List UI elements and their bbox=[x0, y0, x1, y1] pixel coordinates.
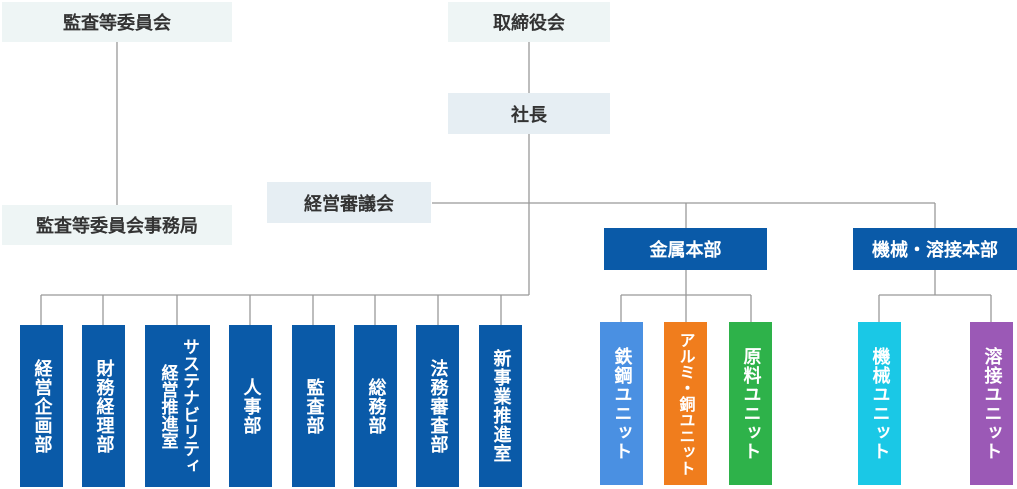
unit-welding: 溶接ユニット bbox=[970, 322, 1013, 485]
unit-label: 原料ユニット bbox=[740, 346, 762, 461]
dept-legal-review: 法務審査部 bbox=[416, 325, 459, 487]
dept-label-line2: 経営推進室 bbox=[157, 363, 178, 449]
audit-committee-box: 監査等委員会 bbox=[2, 2, 232, 42]
audit-committee-office-box: 監査等委員会事務局 bbox=[2, 205, 232, 245]
dept-label: 法務審査部 bbox=[427, 358, 449, 454]
management-council-box: 経営審議会 bbox=[267, 182, 431, 223]
dept-label: 新事業推進室 bbox=[490, 349, 512, 463]
board-box: 取締役会 bbox=[448, 2, 610, 42]
dept-audit: 監査部 bbox=[292, 325, 335, 487]
unit-label: 機械ユニット bbox=[869, 346, 891, 461]
president-label: 社長 bbox=[511, 104, 547, 126]
dept-finance-accounting: 財務経理部 bbox=[82, 325, 125, 487]
unit-machinery: 機械ユニット bbox=[858, 322, 901, 485]
board-label: 取締役会 bbox=[493, 13, 565, 34]
management-council-label: 経営審議会 bbox=[304, 193, 394, 215]
machinery-welding-hq-label: 機械・溶接本部 bbox=[872, 240, 998, 261]
metals-hq-box: 金属本部 bbox=[604, 228, 767, 270]
dept-label: 人事部 bbox=[240, 377, 262, 435]
unit-label: アルミ・銅ユニット bbox=[676, 331, 696, 476]
dept-corporate-planning: 経営企画部 bbox=[20, 325, 63, 487]
dept-label: 財務経理部 bbox=[93, 358, 115, 454]
dept-human-resources: 人事部 bbox=[229, 325, 272, 487]
dept-label: 監査部 bbox=[303, 377, 325, 435]
dept-label: 総務部 bbox=[365, 377, 387, 435]
metals-hq-label: 金属本部 bbox=[649, 240, 722, 261]
audit-committee-office-label: 監査等委員会事務局 bbox=[36, 216, 198, 237]
unit-label: 鉄鋼ユニット bbox=[611, 346, 633, 461]
dept-label-line1: サステナビリティ bbox=[179, 338, 200, 474]
machinery-welding-hq-box: 機械・溶接本部 bbox=[853, 228, 1017, 270]
unit-iron-steel: 鉄鋼ユニット bbox=[600, 322, 643, 485]
audit-committee-label: 監査等委員会 bbox=[63, 13, 171, 34]
dept-new-business: 新事業推進室 bbox=[479, 325, 522, 487]
president-box: 社長 bbox=[448, 93, 610, 134]
unit-label: 溶接ユニット bbox=[981, 346, 1003, 461]
unit-aluminum-copper: アルミ・銅ユニット bbox=[664, 322, 707, 485]
dept-general-affairs: 総務部 bbox=[354, 325, 397, 487]
dept-label: 経営企画部 bbox=[31, 358, 53, 454]
unit-raw-materials: 原料ユニット bbox=[729, 322, 772, 485]
dept-sustainability-office: サステナビリティ 経営推進室 bbox=[145, 325, 210, 487]
